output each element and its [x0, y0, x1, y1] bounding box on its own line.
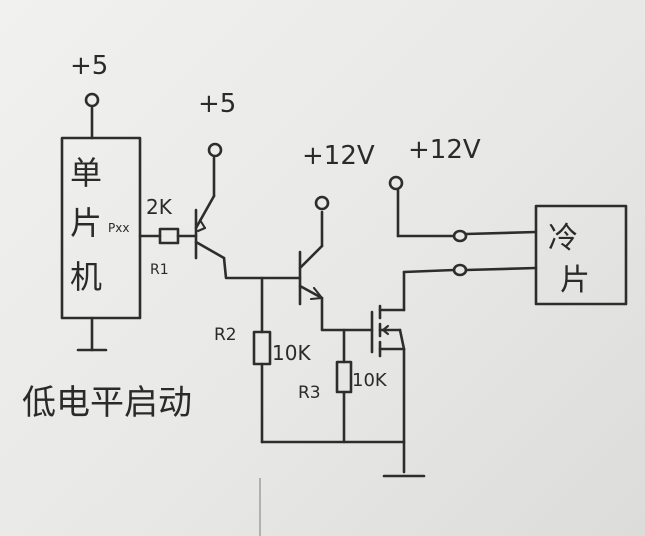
npn-emitter-arrow-a [312, 286, 324, 300]
mcu-body [60, 136, 142, 320]
mosfet-arrow-b [381, 328, 390, 336]
pnp-emitter-arrow-a [198, 218, 207, 230]
load-vcc-wire-b [464, 230, 538, 236]
npn-emitter-arrow-b [309, 296, 324, 301]
load-vcc-label: +12V [408, 135, 481, 165]
r2-name-label: R2 [214, 325, 237, 345]
pnp-transistor [194, 142, 302, 280]
load-vcc-terminal [388, 175, 404, 191]
npn-transistor [298, 195, 374, 332]
pnp-emitter-arrow-b [196, 226, 207, 233]
r1-resistor [138, 227, 198, 245]
mcu-pin-label: Pxx [108, 221, 129, 235]
npn-vcc-label: +12V [302, 141, 375, 171]
pnp-vcc-terminal [207, 142, 223, 158]
r2-resistor [252, 276, 272, 444]
pnp-vcc-label: +5 [198, 89, 236, 119]
npn-emitter-lead [298, 284, 324, 300]
mcu-label-char-2: 片 [70, 204, 102, 242]
npn-emitter-wire [320, 296, 374, 332]
load-return-wire-b [464, 266, 538, 272]
load-block [388, 175, 628, 306]
load-connector-top [452, 229, 468, 243]
pnp-emitter-lead [194, 194, 216, 230]
load-return-wire-a [402, 268, 456, 274]
mosfet-body-link [398, 328, 406, 351]
mcu-vcc-terminal [84, 92, 100, 108]
r2-value-label: 10K [272, 341, 311, 365]
caption-low-level-start: 低电平启动 [22, 383, 192, 423]
load-connector-bottom [452, 263, 468, 277]
pnp-collector-wire [222, 256, 302, 280]
load-label-char-1: 冷 [548, 221, 578, 256]
r1-value-label: 2K [146, 195, 173, 219]
r1-body [158, 227, 180, 245]
mosfet [370, 270, 426, 478]
load-body [534, 204, 628, 306]
r3-name-label: R3 [298, 383, 321, 403]
npn-collector-lead [298, 244, 324, 270]
mcu-label-char-1: 单 [70, 154, 102, 192]
r2-body [252, 330, 272, 366]
r3-value-label: 10K [352, 370, 388, 391]
load-label-char-2: 片 [560, 263, 590, 298]
r3-body [335, 360, 353, 394]
mcu-label-char-3: 机 [70, 258, 102, 296]
mcu-vcc-label: +5 [70, 51, 108, 81]
r3-resistor [335, 328, 353, 444]
pnp-collector-lead [194, 240, 226, 260]
r1-name-label: R1 [150, 262, 169, 278]
mcu-block [60, 92, 142, 352]
npn-vcc-terminal [314, 195, 330, 211]
